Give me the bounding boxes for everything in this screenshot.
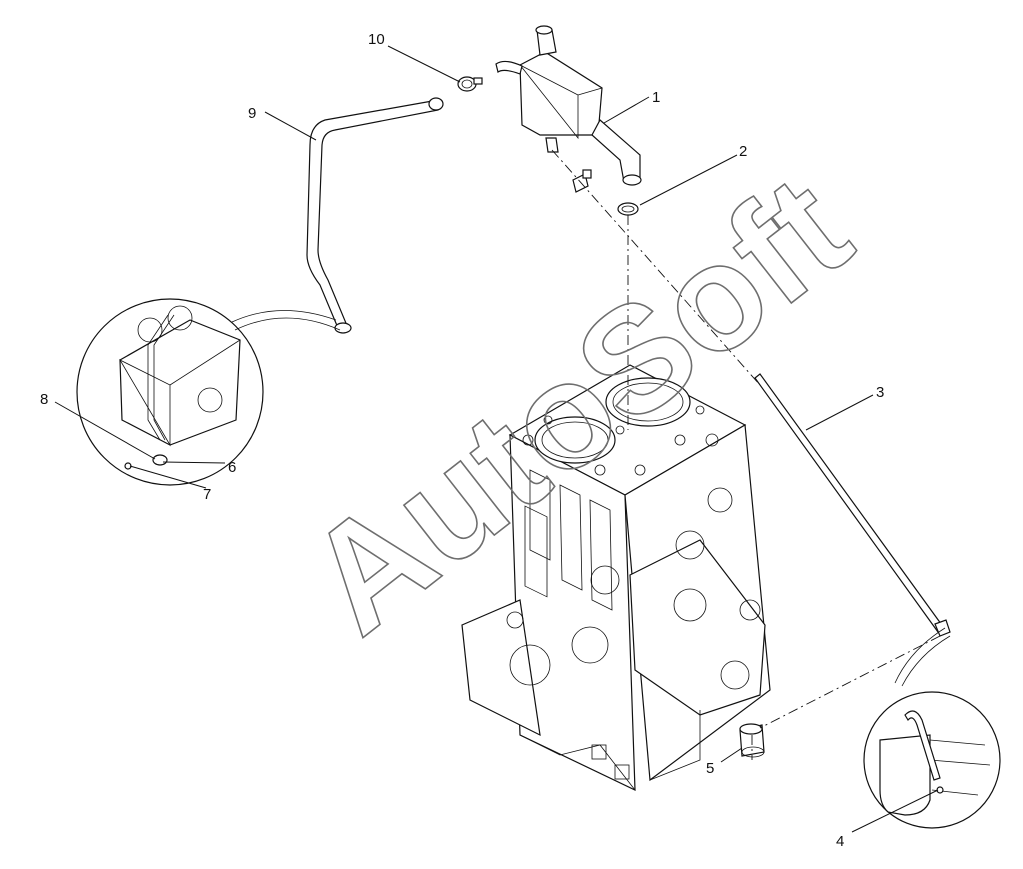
callout-5: 5 [706,760,714,777]
fitting-bolt [572,169,592,193]
leader-lines [54,45,939,833]
callout-2: 2 [739,143,747,160]
hose-clamp [457,76,483,92]
engine-block [461,364,771,791]
callout-4: 4 [836,833,844,850]
callout-3: 3 [876,384,884,401]
grommet [152,454,168,466]
detail-view-dipstick [863,627,1001,829]
callout-1: 1 [652,89,660,106]
callout-9: 9 [248,105,256,122]
breather-hose [306,97,444,334]
o-ring [617,202,639,216]
callout-10: 10 [368,31,385,48]
dipstick-tube [754,373,951,637]
callout-labels: 1 2 3 4 5 6 7 8 9 10 [40,31,884,850]
assembly-lines [551,149,941,760]
breather-housing [495,25,642,186]
detail-view-crankcase [76,298,341,486]
callout-8: 8 [40,391,48,408]
callout-6: 6 [228,459,236,476]
callout-7: 7 [203,486,211,503]
